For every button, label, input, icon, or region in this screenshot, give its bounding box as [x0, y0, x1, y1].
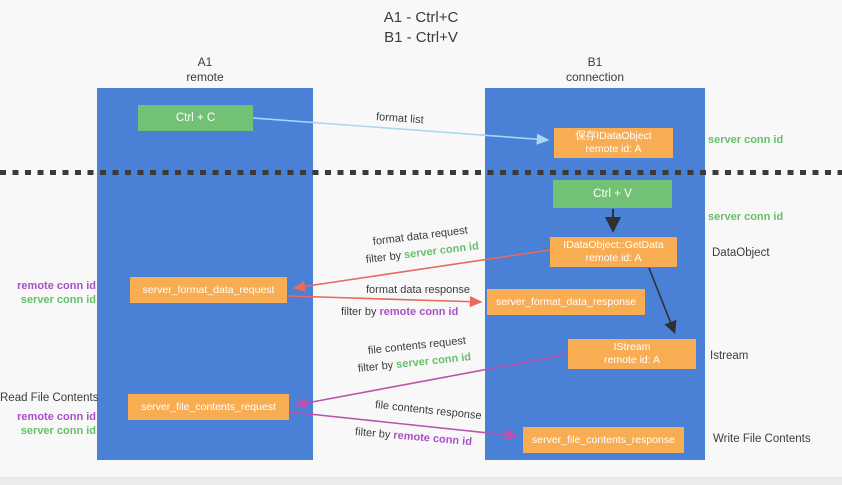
title-line-ctrl-c: A1 - Ctrl+C — [383, 9, 459, 26]
ctrl-c-box: Ctrl + C — [138, 105, 253, 131]
diagram-title: A1 - Ctrl+C B1 - Ctrl+V — [0, 8, 842, 48]
format-list-label: format list — [375, 111, 425, 127]
write-file-contents-annotation: Write File Contents — [713, 433, 811, 445]
server-conn-id-annotation-top: server conn id — [708, 134, 784, 146]
server-file-contents-request-label: server_file_contents_request — [141, 400, 276, 413]
server-format-data-response-label: server_format_data_response — [495, 295, 637, 308]
read-file-contents-annotation: Read File Contents — [0, 392, 99, 404]
server-format-data-request-box: server_format_data_request — [130, 277, 287, 303]
server-conn-id-key: server conn id — [395, 351, 472, 371]
right-column-name: B1 — [587, 55, 603, 69]
dataobject-annotation: DataObject — [712, 247, 770, 259]
bottom-edge-strip — [0, 477, 842, 485]
server-format-data-response-box: server_format_data_response — [487, 289, 645, 315]
title-line-ctrl-v: B1 - Ctrl+V — [384, 29, 458, 46]
server-format-data-request-label: server_format_data_request — [142, 283, 275, 296]
istream-annotation: Istream — [710, 350, 749, 362]
remote-conn-id-key: remote conn id — [379, 306, 459, 318]
getdata-line2: remote id: A — [585, 252, 642, 264]
save-dataobject-line2: remote id: A — [585, 143, 642, 155]
remote-conn-id-annotation-bottom: remote conn id — [17, 411, 96, 423]
save-dataobject-box: 保存IDataObject remote id: A — [554, 128, 673, 158]
left-column-name: A1 — [197, 55, 213, 69]
server-file-contents-request-box: server_file_contents_request — [128, 394, 289, 420]
ctrl-v-label: Ctrl + V — [593, 187, 632, 200]
server-file-contents-response-label: server_file_contents_response — [531, 433, 675, 446]
server-conn-id-annotation-left-top: server conn id — [20, 294, 96, 306]
istream-box: IStream remote id: A — [568, 339, 696, 369]
istream-line1: IStream — [613, 341, 651, 353]
format-data-response-label: format data response — [366, 284, 470, 296]
server-conn-id-annotation-mid: server conn id — [708, 211, 784, 223]
save-dataobject-line1: 保存IDataObject — [575, 130, 652, 142]
filter-by-text: filter by — [354, 426, 391, 442]
filter-by-text: filter by — [357, 359, 394, 375]
filter-by-text: filter by — [341, 306, 377, 318]
server-file-contents-response-box: server_file_contents_response — [523, 427, 684, 453]
left-column-header: A1 remote — [97, 55, 313, 85]
getdata-box: IDataObject::GetData remote id: A — [550, 237, 677, 267]
left-column-subtitle: remote — [186, 70, 224, 84]
remote-conn-id-annotation-top: remote conn id — [17, 280, 96, 292]
server-conn-id-annotation-left-bottom: server conn id — [20, 425, 96, 437]
ctrl-c-label: Ctrl + C — [175, 111, 216, 124]
istream-line2: remote id: A — [603, 354, 661, 366]
getdata-line1: IDataObject::GetData — [563, 239, 664, 251]
phase-separator-dashed-line — [0, 170, 842, 175]
filter-by-text: filter by — [365, 249, 402, 266]
remote-conn-id-key: remote conn id — [392, 429, 473, 449]
right-column-subtitle: connection — [565, 70, 625, 84]
file-contents-response-label: file contents response — [374, 399, 483, 423]
right-column-header: B1 connection — [485, 55, 705, 85]
ctrl-v-box: Ctrl + V — [553, 180, 672, 208]
